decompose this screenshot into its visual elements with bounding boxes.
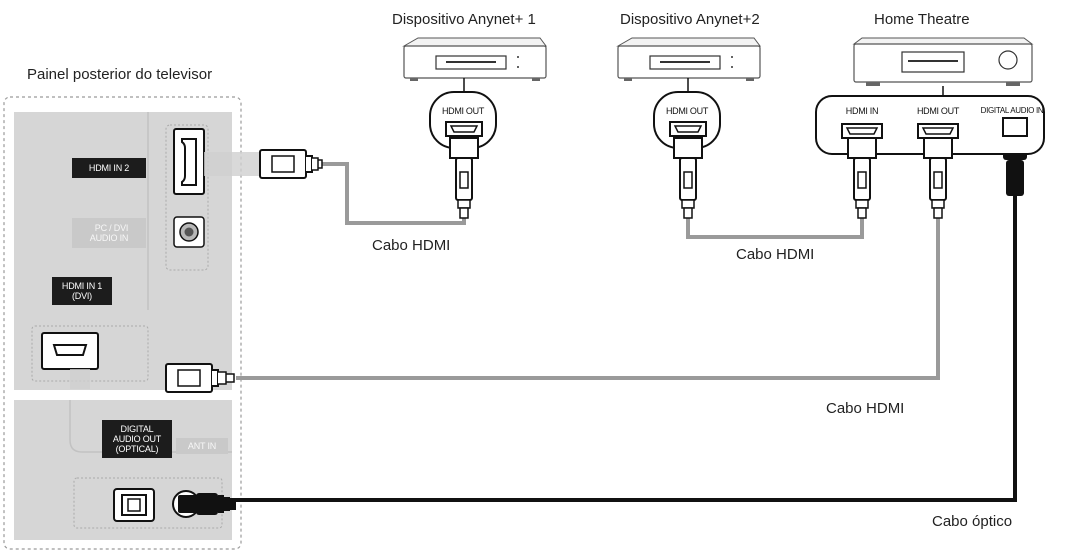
tv-panel-title: Painel posterior do televisor xyxy=(27,66,213,83)
device2-title: Dispositivo Anynet+2 xyxy=(620,11,760,28)
hdmi-in-1-label: HDMI IN 1 (DVI) xyxy=(52,277,112,305)
hdmi-in-1-port[interactable] xyxy=(41,332,99,370)
ht-hdmi-out-caption: HDMI OUT xyxy=(916,106,960,116)
anynet-device-2 xyxy=(616,37,761,149)
device1-hdmi-plug xyxy=(449,137,479,219)
digital-audio-out-label: DIGITAL AUDIO OUT (OPTICAL) xyxy=(102,420,172,458)
pc-dvi-audio-in-label: PC / DVI AUDIO IN xyxy=(72,218,146,248)
hdmi-in-2-label: HDMI IN 2 xyxy=(72,158,146,178)
optical-out-port[interactable] xyxy=(113,488,155,522)
cable-hdmi-label-2: Cabo HDMI xyxy=(736,246,815,263)
ant-in-label: ANT IN xyxy=(176,438,228,454)
hdmi-cable-tv-to-device1 xyxy=(204,149,466,225)
ht-hdmi-in-caption: HDMI IN xyxy=(845,106,879,116)
pc-audio-jack[interactable] xyxy=(173,216,205,248)
hdmi-cable-ht-to-tv xyxy=(70,218,940,393)
ht-in-hdmi-plug xyxy=(847,137,877,219)
anynet-device-1 xyxy=(402,37,547,149)
device1-title: Dispositivo Anynet+ 1 xyxy=(392,11,536,28)
cable-optical-label: Cabo óptico xyxy=(932,513,1013,530)
ht-out-hdmi-plug xyxy=(923,137,953,219)
cable-hdmi-label-3: Cabo HDMI xyxy=(826,400,905,417)
device2-hdmi-out-caption: HDMI OUT xyxy=(665,106,709,116)
device2-hdmi-plug xyxy=(673,137,703,219)
hdmi-cable-device2-to-ht xyxy=(686,218,864,239)
home-theatre-unit xyxy=(815,37,1045,155)
ht-digital-audio-in-caption: DIGITAL AUDIO IN xyxy=(980,106,1044,115)
device1-hdmi-out-caption: HDMI OUT xyxy=(441,106,485,116)
cable-hdmi-label-1: Cabo HDMI xyxy=(372,237,451,254)
hdmi-in-2-port[interactable] xyxy=(173,128,205,195)
home-theatre-title: Home Theatre xyxy=(874,11,970,28)
optical-cable xyxy=(172,130,1027,518)
